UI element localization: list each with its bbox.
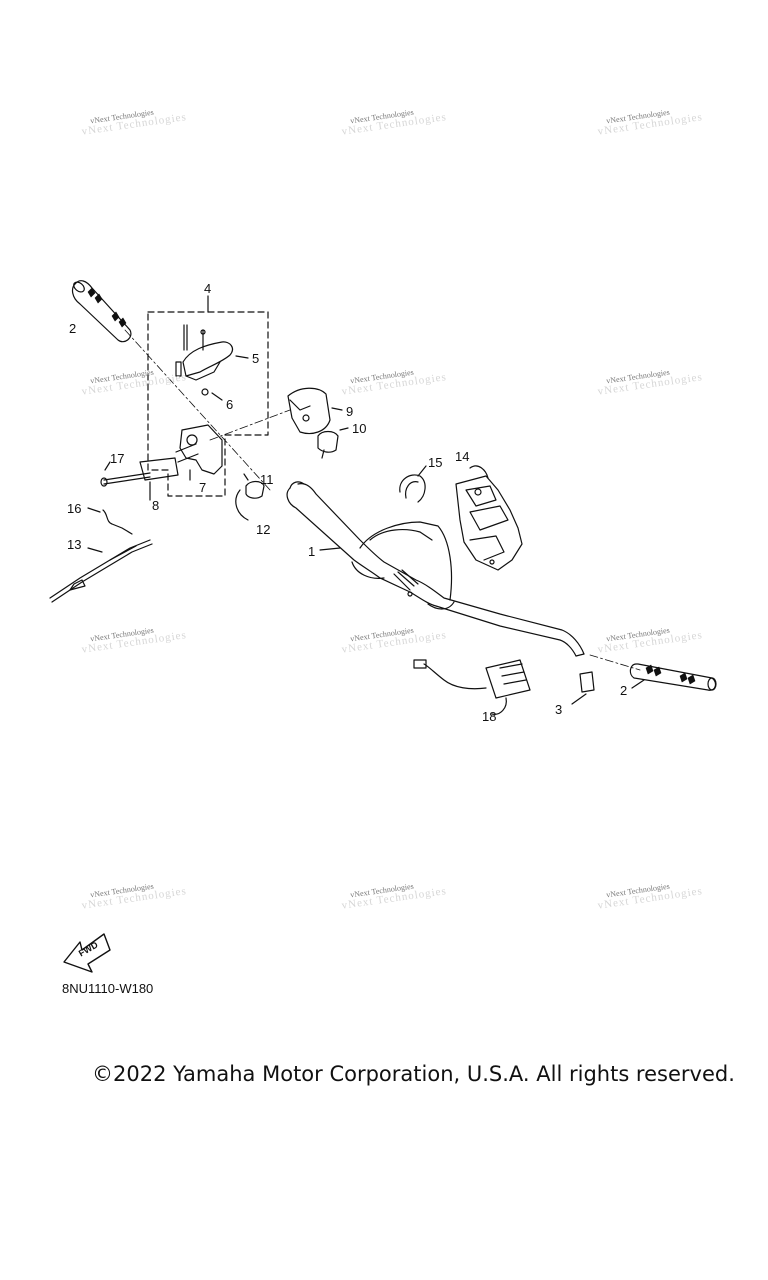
throttle-housing-7 (175, 424, 223, 481)
callout-12: 12 (256, 522, 271, 537)
callout-10: 10 (352, 421, 367, 436)
heater-18 (413, 659, 531, 699)
callout-6: 6 (226, 397, 234, 412)
callout-4: 4 (204, 281, 212, 296)
switch-knob-10 (317, 430, 339, 459)
callout-2-right: 2 (620, 683, 628, 698)
callout-9: 9 (346, 404, 354, 419)
diagram-code: 8NU1110-W180 (62, 981, 154, 996)
clip-16 (102, 509, 133, 535)
callout-2-left: 2 (69, 321, 77, 336)
grip-right (629, 663, 717, 691)
switch-housing-9 (287, 387, 331, 435)
end-cap-3 (579, 671, 595, 693)
callout-18: 18 (482, 709, 497, 724)
callout-3: 3 (555, 702, 563, 717)
throttle-lever-5 (175, 324, 234, 396)
center-line-right (589, 654, 641, 671)
callout-11: 11 (260, 472, 274, 487)
callout-8: 8 (152, 498, 160, 513)
copyright-notice: ©2022 Yamaha Motor Corporation, U.S.A. A… (92, 1062, 735, 1086)
center-line-left (124, 329, 271, 491)
callout-16: 16 (67, 501, 82, 516)
screw-17 (100, 472, 151, 487)
callout-14: 14 (455, 449, 470, 464)
callout-5: 5 (252, 351, 260, 366)
grip-left (71, 280, 132, 343)
callout-13: 13 (67, 537, 82, 552)
callout-7: 7 (199, 480, 207, 495)
small-switch-11 (243, 473, 265, 499)
assembly-box-4 (147, 311, 269, 497)
center-line-switch (209, 409, 291, 441)
callout-17: 17 (110, 451, 125, 466)
plate-8 (139, 457, 179, 481)
handlebar-1 (286, 481, 585, 657)
cable-13 (49, 539, 153, 603)
ring-15 (399, 474, 426, 503)
callout-1: 1 (308, 544, 316, 559)
callout-15: 15 (428, 455, 443, 470)
fwd-arrow-icon (63, 933, 111, 973)
clamp-14 (455, 475, 523, 571)
